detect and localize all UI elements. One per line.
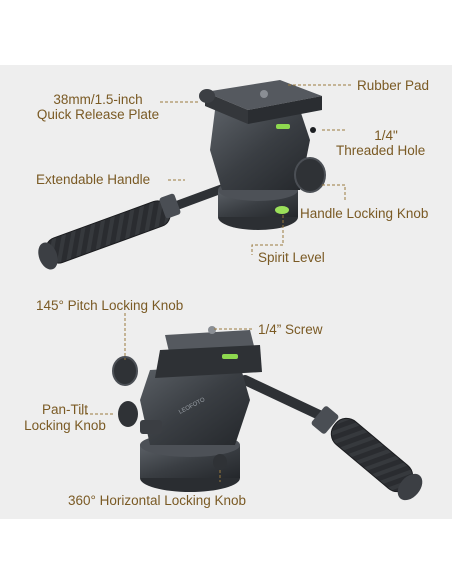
pan-tilt-locking-knob-bottom	[118, 401, 138, 427]
label-threaded-hole-line2: Threaded Hole	[336, 143, 426, 158]
label-pan-tilt-line1: Pan-Tilt	[41, 402, 88, 417]
quick-release-plate-bottom	[155, 326, 262, 378]
handle-locking-knob-top	[294, 157, 326, 193]
label-quick-release-line1: 38mm/1.5-inch	[53, 92, 143, 107]
quick-release-plate-top	[205, 80, 322, 124]
leader-lines	[80, 84, 352, 482]
label-quick-release-line2: Quick Release Plate	[36, 107, 160, 122]
pitch-locking-knob-bottom	[112, 356, 138, 386]
head-body-bottom	[140, 365, 250, 445]
label-handle-locking-knob: Handle Locking Knob	[300, 206, 429, 221]
label-screw: 1/4” Screw	[258, 322, 323, 337]
horizontal-locking-knob-bottom	[213, 454, 227, 470]
threaded-hole-top	[310, 127, 316, 133]
label-extendable-handle: Extendable Handle	[36, 172, 151, 187]
label-spirit-level: Spirit Level	[258, 250, 325, 265]
pan-tilt-lever-bottom	[140, 420, 162, 434]
plate-knob-top	[199, 89, 215, 103]
label-pan-tilt-line2: Locking Knob	[24, 418, 106, 433]
label-threaded-hole-line1: 1/4"	[374, 128, 398, 143]
top-fluid-head	[38, 80, 326, 270]
leader-handle-knob	[322, 184, 346, 200]
side-level-top	[276, 124, 290, 129]
head-body-top	[210, 110, 310, 190]
leader-spirit-level	[251, 215, 284, 255]
extendable-handle-bottom	[240, 375, 423, 501]
label-horizontal-locking-knob: 360° Horizontal Locking Knob	[68, 493, 247, 508]
bottom-fluid-head: LEOFOTO	[112, 326, 423, 501]
label-rubber-pad: Rubber Pad	[357, 78, 430, 93]
spirit-level-top	[275, 206, 289, 214]
label-pitch-locking-knob: 145° Pitch Locking Knob	[36, 298, 184, 313]
